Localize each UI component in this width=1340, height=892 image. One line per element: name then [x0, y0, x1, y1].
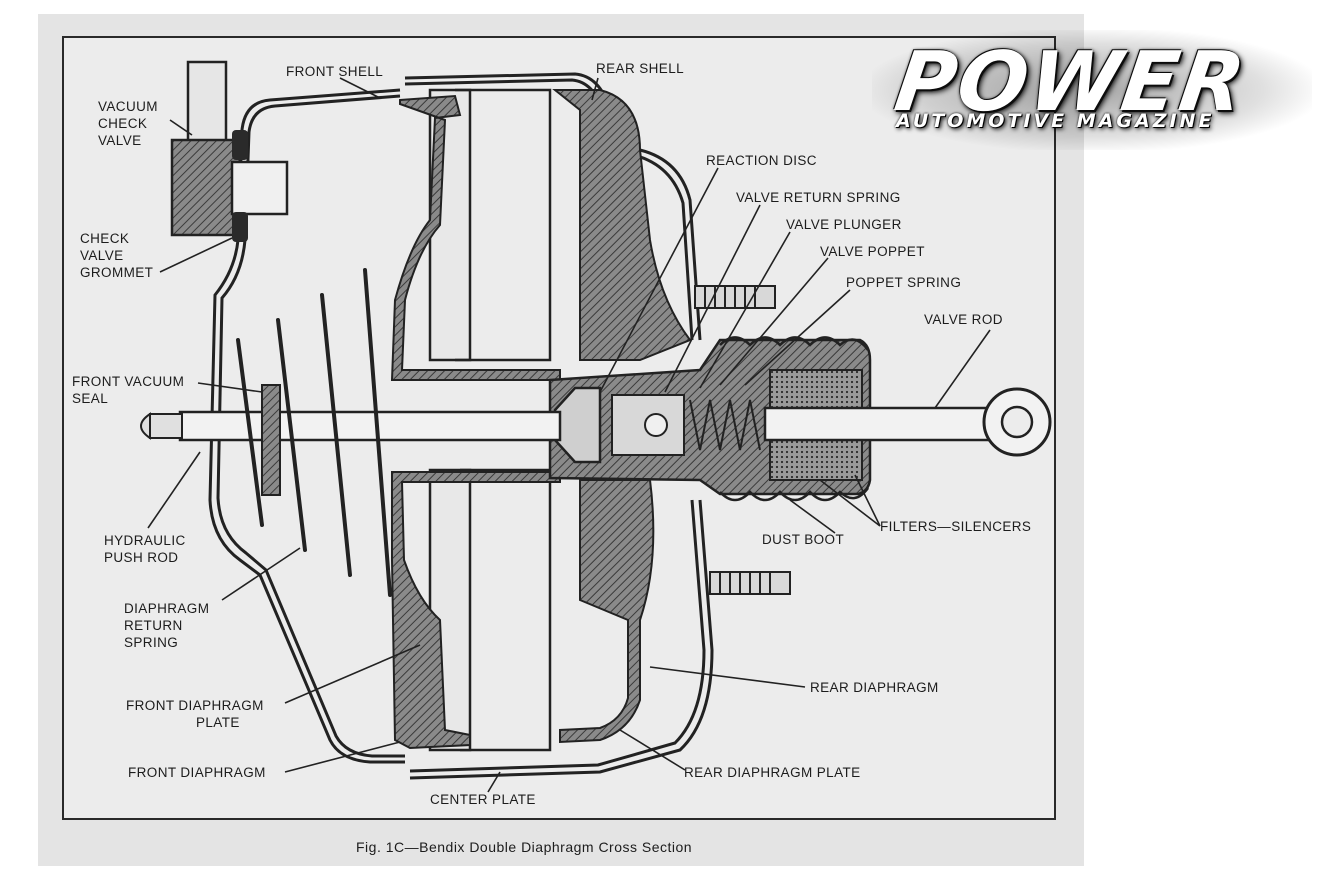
label-center-plate: CENTER PLATE	[430, 792, 536, 807]
leader-lines	[147, 77, 991, 793]
diaphragm-return-spring	[236, 268, 392, 597]
label-valve-poppet: VALVE POPPET	[820, 244, 925, 259]
label-front-diaphragm-plate: FRONT DIAPHRAGM PLATE	[126, 697, 264, 731]
figure-caption: Fig. 1C—Bendix Double Diaphragm Cross Se…	[356, 839, 693, 855]
label-front-vacuum-seal: FRONT VACUUM SEAL	[72, 373, 184, 407]
label-line: PLATE	[196, 715, 240, 730]
label-diaphragm-return-spring: DIAPHRAGM RETURN SPRING	[124, 600, 209, 651]
label-line: FRONT DIAPHRAGM	[126, 698, 264, 713]
dust-boot	[719, 336, 870, 502]
label-line: FRONT VACUUM	[72, 374, 185, 389]
label-line: VALVE	[80, 248, 124, 263]
mounting-stud	[694, 285, 791, 595]
label-line: CHECK	[80, 231, 130, 246]
label-check-valve-grommet: CHECK VALVE GROMMET	[80, 230, 153, 281]
label-line: HYDRAULIC	[104, 533, 186, 548]
logo-shadow	[872, 30, 1312, 150]
label-line: GROMMET	[80, 265, 154, 280]
check-valve-grommet	[232, 130, 248, 242]
label-line: DIAPHRAGM	[124, 601, 210, 616]
logo-subtitle: AUTOMOTIVE MAGAZINE	[896, 110, 1215, 132]
front-vacuum-seal	[261, 384, 281, 496]
label-valve-plunger: VALVE PLUNGER	[786, 217, 902, 232]
hydraulic-push-rod	[140, 410, 562, 442]
rear-diaphragm	[552, 89, 692, 744]
label-line: PUSH ROD	[104, 550, 179, 565]
label-hydraulic-push-rod: HYDRAULIC PUSH ROD	[104, 532, 186, 566]
valve-rod	[763, 387, 1052, 457]
label-front-diaphragm: FRONT DIAPHRAGM	[128, 765, 266, 780]
front-shell	[208, 88, 405, 764]
magazine-logo: POWER AUTOMOTIVE MAGAZINE	[872, 30, 1312, 150]
label-line: SPRING	[124, 635, 179, 650]
vacuum-check-valve	[170, 60, 289, 237]
label-line: VACUUM	[98, 99, 158, 114]
label-valve-rod: VALVE ROD	[924, 312, 1003, 327]
label-line: VALVE	[98, 133, 142, 148]
label-line: CHECK	[98, 116, 148, 131]
label-line: SEAL	[72, 391, 109, 406]
label-vacuum-check-valve: VACUUM CHECK VALVE	[98, 98, 158, 149]
label-rear-diaphragm-plate: REAR DIAPHRAGM PLATE	[684, 765, 861, 780]
label-rear-diaphragm: REAR DIAPHRAGM	[810, 680, 939, 695]
label-dust-boot: DUST BOOT	[762, 532, 845, 547]
label-filters-silencers: FILTERS—SILENCERS	[880, 519, 1032, 534]
label-poppet-spring: POPPET SPRING	[846, 275, 962, 290]
label-front-shell: FRONT SHELL	[286, 64, 384, 79]
label-line: RETURN	[124, 618, 183, 633]
label-reaction-disc: REACTION DISC	[706, 153, 817, 168]
label-rear-shell: REAR SHELL	[596, 61, 685, 76]
valve-body	[548, 338, 872, 496]
label-valve-return-spring: VALVE RETURN SPRING	[736, 190, 901, 205]
